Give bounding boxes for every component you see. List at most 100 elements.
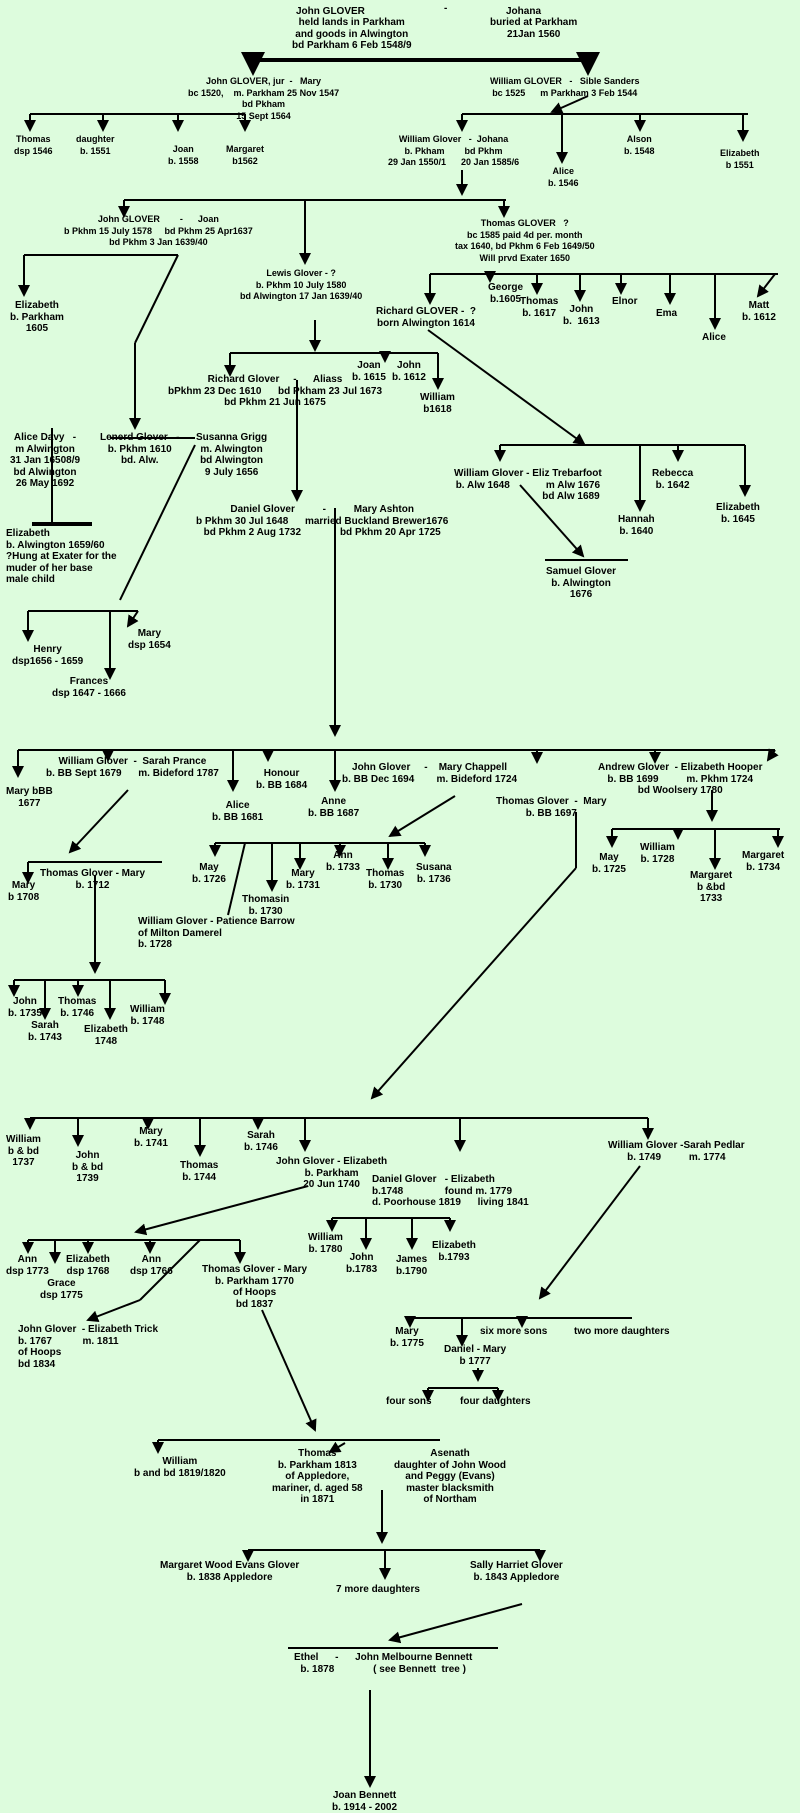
tree-person: Matt b. 1612 [742,300,776,323]
tree-person: Thomas GLOVER ? bc 1585 paid 4d per. mon… [455,218,595,263]
tree-person: May b. 1726 [192,862,226,885]
tree-person: Alice b. 1546 [548,166,579,188]
tree-person: Thomas b. 1746 [58,996,97,1019]
tree-person: Grace dsp 1775 [40,1278,83,1301]
tree-person: William Glover - Eliz Trebarfoot b. Alw … [454,468,602,502]
tree-person: Alice [702,332,726,343]
tree-person: Daniel Glover - Elizabeth b.1748 found m… [372,1174,529,1208]
tree-person: four daughters [460,1396,531,1407]
tree-person: Elizabeth b.1793 [432,1240,476,1263]
tree-person: Lenerd Glover - b. Pkhm 1610 bd. Alw. [100,432,180,466]
tree-person: Hannah b. 1640 [618,514,655,537]
tree-person: John b & bd 1739 [72,1150,104,1184]
tree-person: John b.1783 [346,1252,378,1275]
tree-person: Susanna Grigg m. Alwington bd Alwington … [196,432,268,478]
tree-person: John GLOVER [296,6,365,17]
tree-person: buried at Parkham 21Jan 1560 [490,17,578,40]
tree-person: Margaret Wood Evans Glover b. 1838 Apple… [160,1560,300,1583]
tree-person: John b. 1613 [563,304,600,327]
tree-label: - [444,3,448,14]
tree-person: Richard Glover - Aliass bPkhm 23 Dec 161… [168,374,382,408]
tree-person: Daniel Glover - Mary Ashton b Pkhm 30 Ju… [196,504,449,538]
tree-person: Johana [506,6,542,17]
tree-person: William b & bd 1737 [6,1134,41,1168]
tree-person: Joan b. 1558 [168,144,199,166]
tree-person: Elnor [612,296,638,307]
tree-person: Daniel - Mary b 1777 [444,1344,507,1367]
tree-person: Mary b. 1741 [134,1126,168,1149]
tree-person: Thomas b. Parkham 1813 of Appledore, mar… [272,1448,363,1505]
tree-person: Mary dsp 1654 [128,628,171,651]
tree-person: Mary b. 1775 [390,1326,424,1349]
tree-person: William b1618 [420,392,455,415]
tree-person: Elizabeth b. Parkham 1605 [10,300,64,334]
tree-person: held lands in Parkham and goods in Alwin… [292,17,412,51]
tree-person: Thomas b. 1617 [520,296,559,319]
tree-person: Joan Bennett b. 1914 - 2002 [332,1790,398,1813]
tree-person: John Glover - Elizabeth Trick b. 1767 m.… [18,1324,159,1370]
tree-person: Thomas Glover - Mary b. 1712 [40,868,146,891]
tree-person: Thomas Glover - Mary b. BB 1697 [496,796,607,819]
tree-person: May b. 1725 [592,852,626,875]
tree-person: Ann dsp 1766 [130,1254,173,1277]
tree-person: Margaret b1562 [226,144,265,166]
tree-person: Thomas b. 1744 [180,1160,219,1183]
tree-person: Andrew Glover - Elizabeth Hooper b. BB 1… [598,762,763,796]
tree-person: Sarah b. 1743 [28,1020,62,1043]
tree-person: Ema [656,308,678,319]
tree-person: Alice b. BB 1681 [212,800,264,823]
tree-person: Elizabeth b 1551 [720,148,760,170]
tree-person: Ann dsp 1773 [6,1254,49,1277]
tree-person: Joan b. 1615 [352,360,386,383]
tree-person: Thomas dsp 1546 [14,134,53,156]
tree-person: William b. 1728 [640,842,675,865]
tree-person: Alson b. 1548 [624,134,655,156]
tree-person: John b. 1735 [8,996,42,1019]
tree-person: Thomasin b. 1730 [242,894,290,917]
tree-person: Henry dsp1656 - 1659 [12,644,84,667]
tree-person: William b. 1748 [130,1004,165,1027]
tree-person: John GLOVER - Joan b Pkhm 15 July 1578 b… [64,214,253,247]
tree-person: Elizabeth 1748 [84,1024,128,1047]
tree-person: Frances dsp 1647 - 1666 [52,676,126,699]
tree-person: William b and bd 1819/1820 [134,1456,226,1479]
tree-person: Samuel Glover b. Alwington 1676 [546,566,617,600]
tree-person: William Glover -Sarah Pedlar b. 1749 m. … [608,1140,745,1163]
tree-person: Elizabeth b. Alwington 1659/60 ?Hung at … [6,528,117,585]
tree-person: Ann b. 1733 [326,850,360,873]
tree-person: John b. 1612 [392,360,426,383]
tree-person: William Glover - Sarah Prance b. BB Sept… [46,756,219,779]
tree-person: Mary bBB 1677 [6,786,53,809]
tree-person: John Glover - Elizabeth b. Parkham 20 Ju… [276,1156,388,1190]
tree-person: John GLOVER, jur - Mary bc 1520, m. Park… [188,76,340,121]
tree-person: Richard GLOVER - ? born Alwington 1614 [376,306,477,329]
tree-person: two more daughters [574,1326,670,1337]
tree-person: Thomas Glover - Mary b. Parkham 1770 of … [202,1264,308,1310]
tree-person: Lewis Glover - ? b. Pkhm 10 July 1580 bd… [240,268,363,301]
tree-person: 7 more daughters [336,1584,420,1595]
tree-person: Elizabeth dsp 1768 [66,1254,110,1277]
tree-person: Susana b. 1736 [416,862,452,885]
tree-person: William Glover - Patience Barrow of Milt… [138,916,295,950]
tree-person: William GLOVER - Sible Sanders bc 1525 m… [490,76,640,98]
tree-person: Anne b. BB 1687 [308,796,360,819]
tree-person: Margaret b &bd 1733 [690,870,733,904]
tree-person: George b.1605 [488,282,524,305]
tree-person: six more sons [480,1326,548,1337]
tree-person: William Glover - Johana b. Pkham bd Pkhm… [388,134,520,167]
tree-person: James b.1790 [396,1254,428,1277]
tree-person: Mary b 1708 [8,880,40,903]
tree-person: Elizabeth b. 1645 [716,502,760,525]
tree-person: Margaret b. 1734 [742,850,785,873]
tree-person: William b. 1780 [308,1232,343,1255]
tree-person: Rebecca b. 1642 [652,468,694,491]
tree-person: Ethel - John Melbourne Bennett b. 1878 (… [294,1652,473,1675]
tree-person: John Glover - Mary Chappell b. BB Dec 16… [342,762,518,785]
tree-person: Honour b. BB 1684 [256,768,308,791]
tree-person: Mary b. 1731 [286,868,320,891]
tree-person: Thomas b. 1730 [366,868,405,891]
tree-person: daughter b. 1551 [76,134,115,156]
tree-person: Sally Harriet Glover b. 1843 Appledore [470,1560,563,1583]
